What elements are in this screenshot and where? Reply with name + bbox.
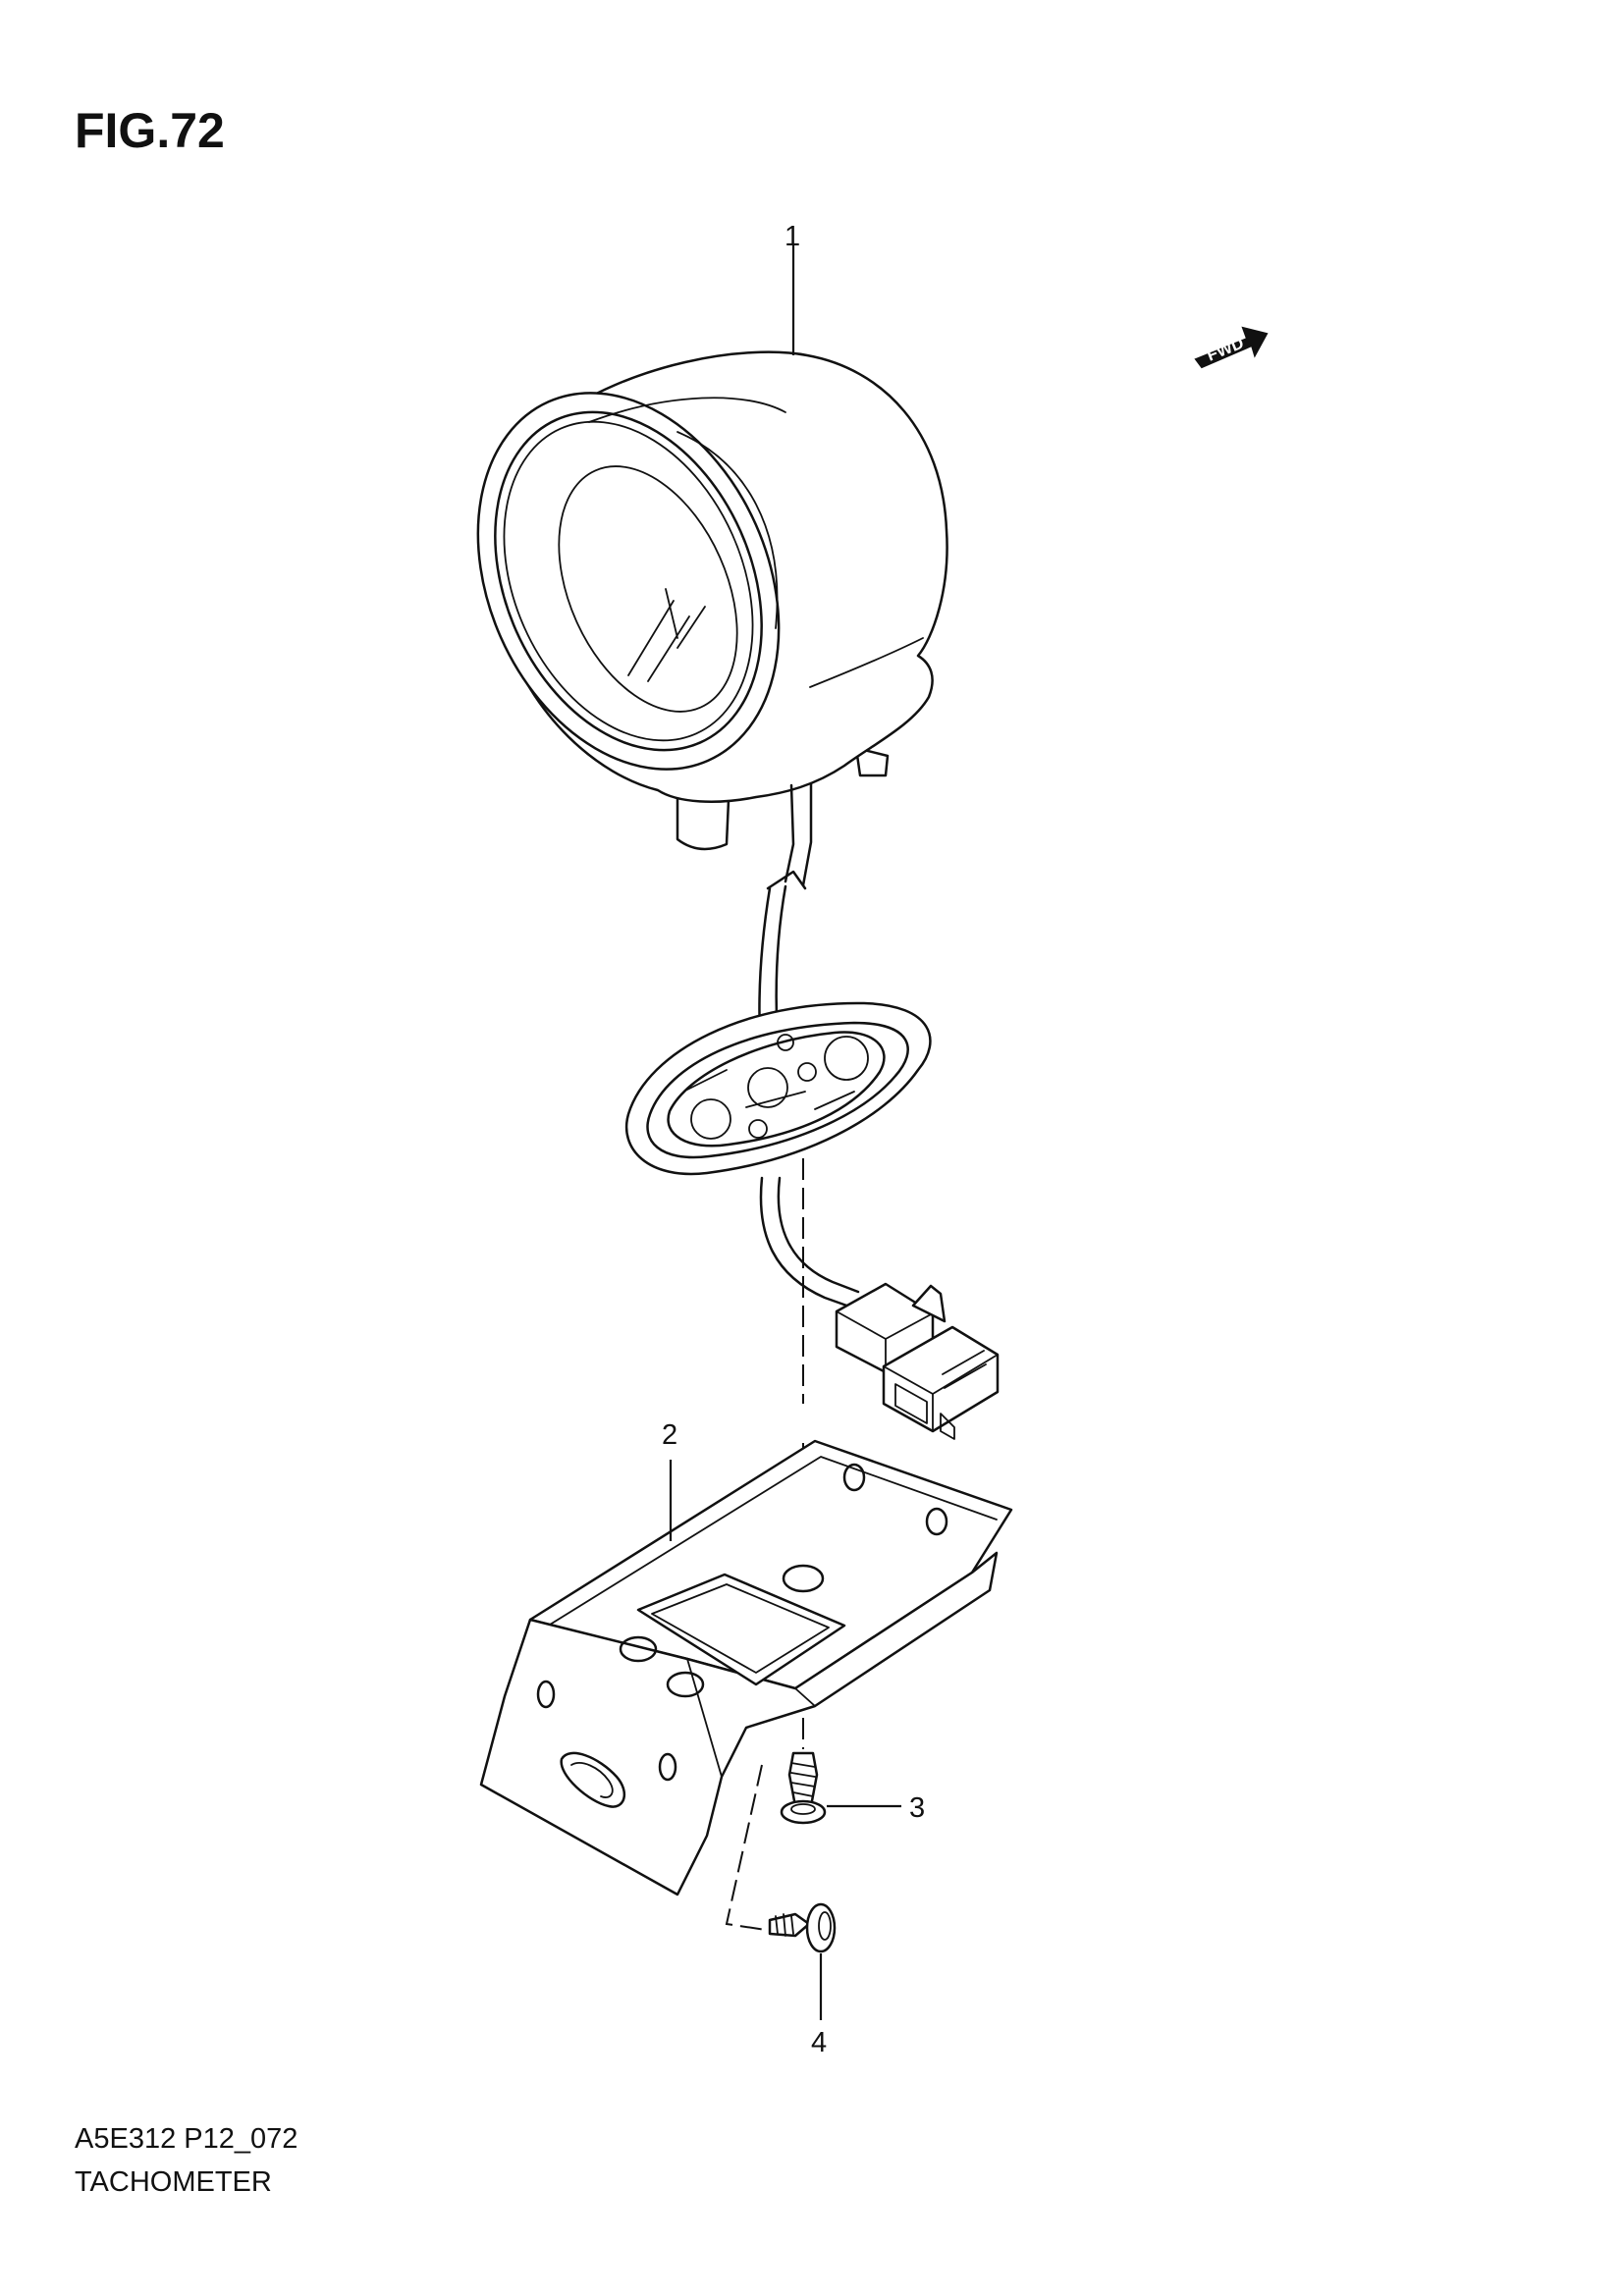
figure-title: FIG.72 [75,103,225,158]
callout-1: 1 [784,221,800,252]
fwd-label: FWD [1204,334,1246,365]
grommet-drawing [625,1001,932,1176]
forward-arrow-icon: FWD [1194,326,1269,369]
screw-drawing [780,1718,901,1825]
assembly-name: TACHOMETER [75,2166,272,2198]
callout-3: 3 [909,1792,925,1824]
callout-4: 4 [811,2027,827,2058]
callout-2: 2 [662,1419,677,1451]
wire-to-connector-drawing [759,1176,860,1309]
connector-drawing [835,1282,1000,1440]
tachometer-drawing [476,350,948,890]
bracket-drawing [479,1439,1013,1896]
drawing-code: A5E312 P12_072 [75,2123,298,2155]
bolt-drawing [725,1764,837,2020]
